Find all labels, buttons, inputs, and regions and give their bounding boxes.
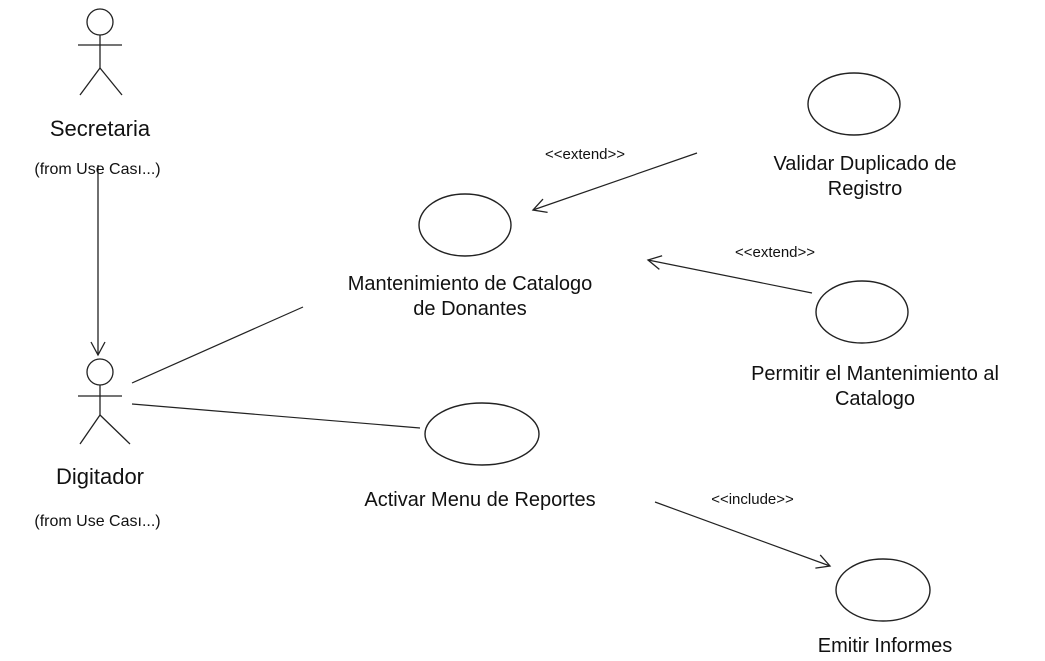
usecase-mantenimiento-line2: de Donantes bbox=[413, 298, 527, 320]
actor-head bbox=[86, 8, 114, 36]
association-digitador-activar bbox=[131, 403, 421, 429]
usecase-permitir-line1: Permitir el Mantenimiento al bbox=[751, 363, 999, 385]
usecase-mantenimiento-ellipse[interactable] bbox=[418, 193, 512, 257]
actor-right-leg bbox=[99, 414, 131, 445]
association-digitador-mantenimiento bbox=[131, 306, 304, 384]
usecase-emitir-ellipse[interactable] bbox=[835, 558, 931, 622]
usecase-activar-label: Activar Menu de Reportes bbox=[364, 489, 596, 511]
usecase-emitir-label: Emitir Informes bbox=[817, 635, 953, 657]
actor-digitador-figure bbox=[78, 358, 131, 445]
actor-digitador-origin: (from Use Cası...) bbox=[34, 513, 161, 530]
actor-left-leg bbox=[79, 414, 101, 445]
usecase-permitir-label: Permitir el Mantenimiento al Catalogo bbox=[705, 362, 1045, 412]
extend-arrow-validar bbox=[531, 152, 698, 213]
actor-left-leg bbox=[79, 67, 101, 96]
include-arrow-emitir bbox=[654, 501, 832, 569]
usecase-validar-line2: Registro bbox=[827, 178, 903, 200]
usecase-permitir-line2: Catalogo bbox=[834, 388, 916, 410]
stereotype-include-emitir: <<include>> bbox=[711, 491, 794, 508]
actor-secretaria-name: Secretaria bbox=[49, 116, 151, 141]
actor-digitador-name: Digitador bbox=[55, 464, 145, 489]
usecase-validar-line1: Validar Duplicado de bbox=[773, 153, 957, 175]
extend-arrow-permitir bbox=[646, 255, 813, 294]
usecase-validar-ellipse[interactable] bbox=[807, 72, 901, 136]
usecase-permitir-ellipse[interactable] bbox=[815, 280, 909, 344]
usecase-mantenimiento-label: Mantenimiento de Catalogo de Donantes bbox=[290, 272, 650, 322]
stereotype-extend-validar: <<extend>> bbox=[544, 146, 626, 163]
usecase-activar-ellipse[interactable] bbox=[424, 402, 540, 466]
usecase-validar-label: Validar Duplicado de Registro bbox=[710, 152, 1020, 202]
actor-right-leg bbox=[99, 67, 123, 96]
actor-secretaria-origin: (from Use Cası...) bbox=[34, 161, 161, 178]
actor-secretaria-figure bbox=[78, 8, 123, 96]
actor-head bbox=[86, 358, 114, 386]
stereotype-extend-permitir: <<extend>> bbox=[734, 244, 816, 261]
usecase-mantenimiento-line1: Mantenimiento de Catalogo bbox=[347, 273, 593, 295]
